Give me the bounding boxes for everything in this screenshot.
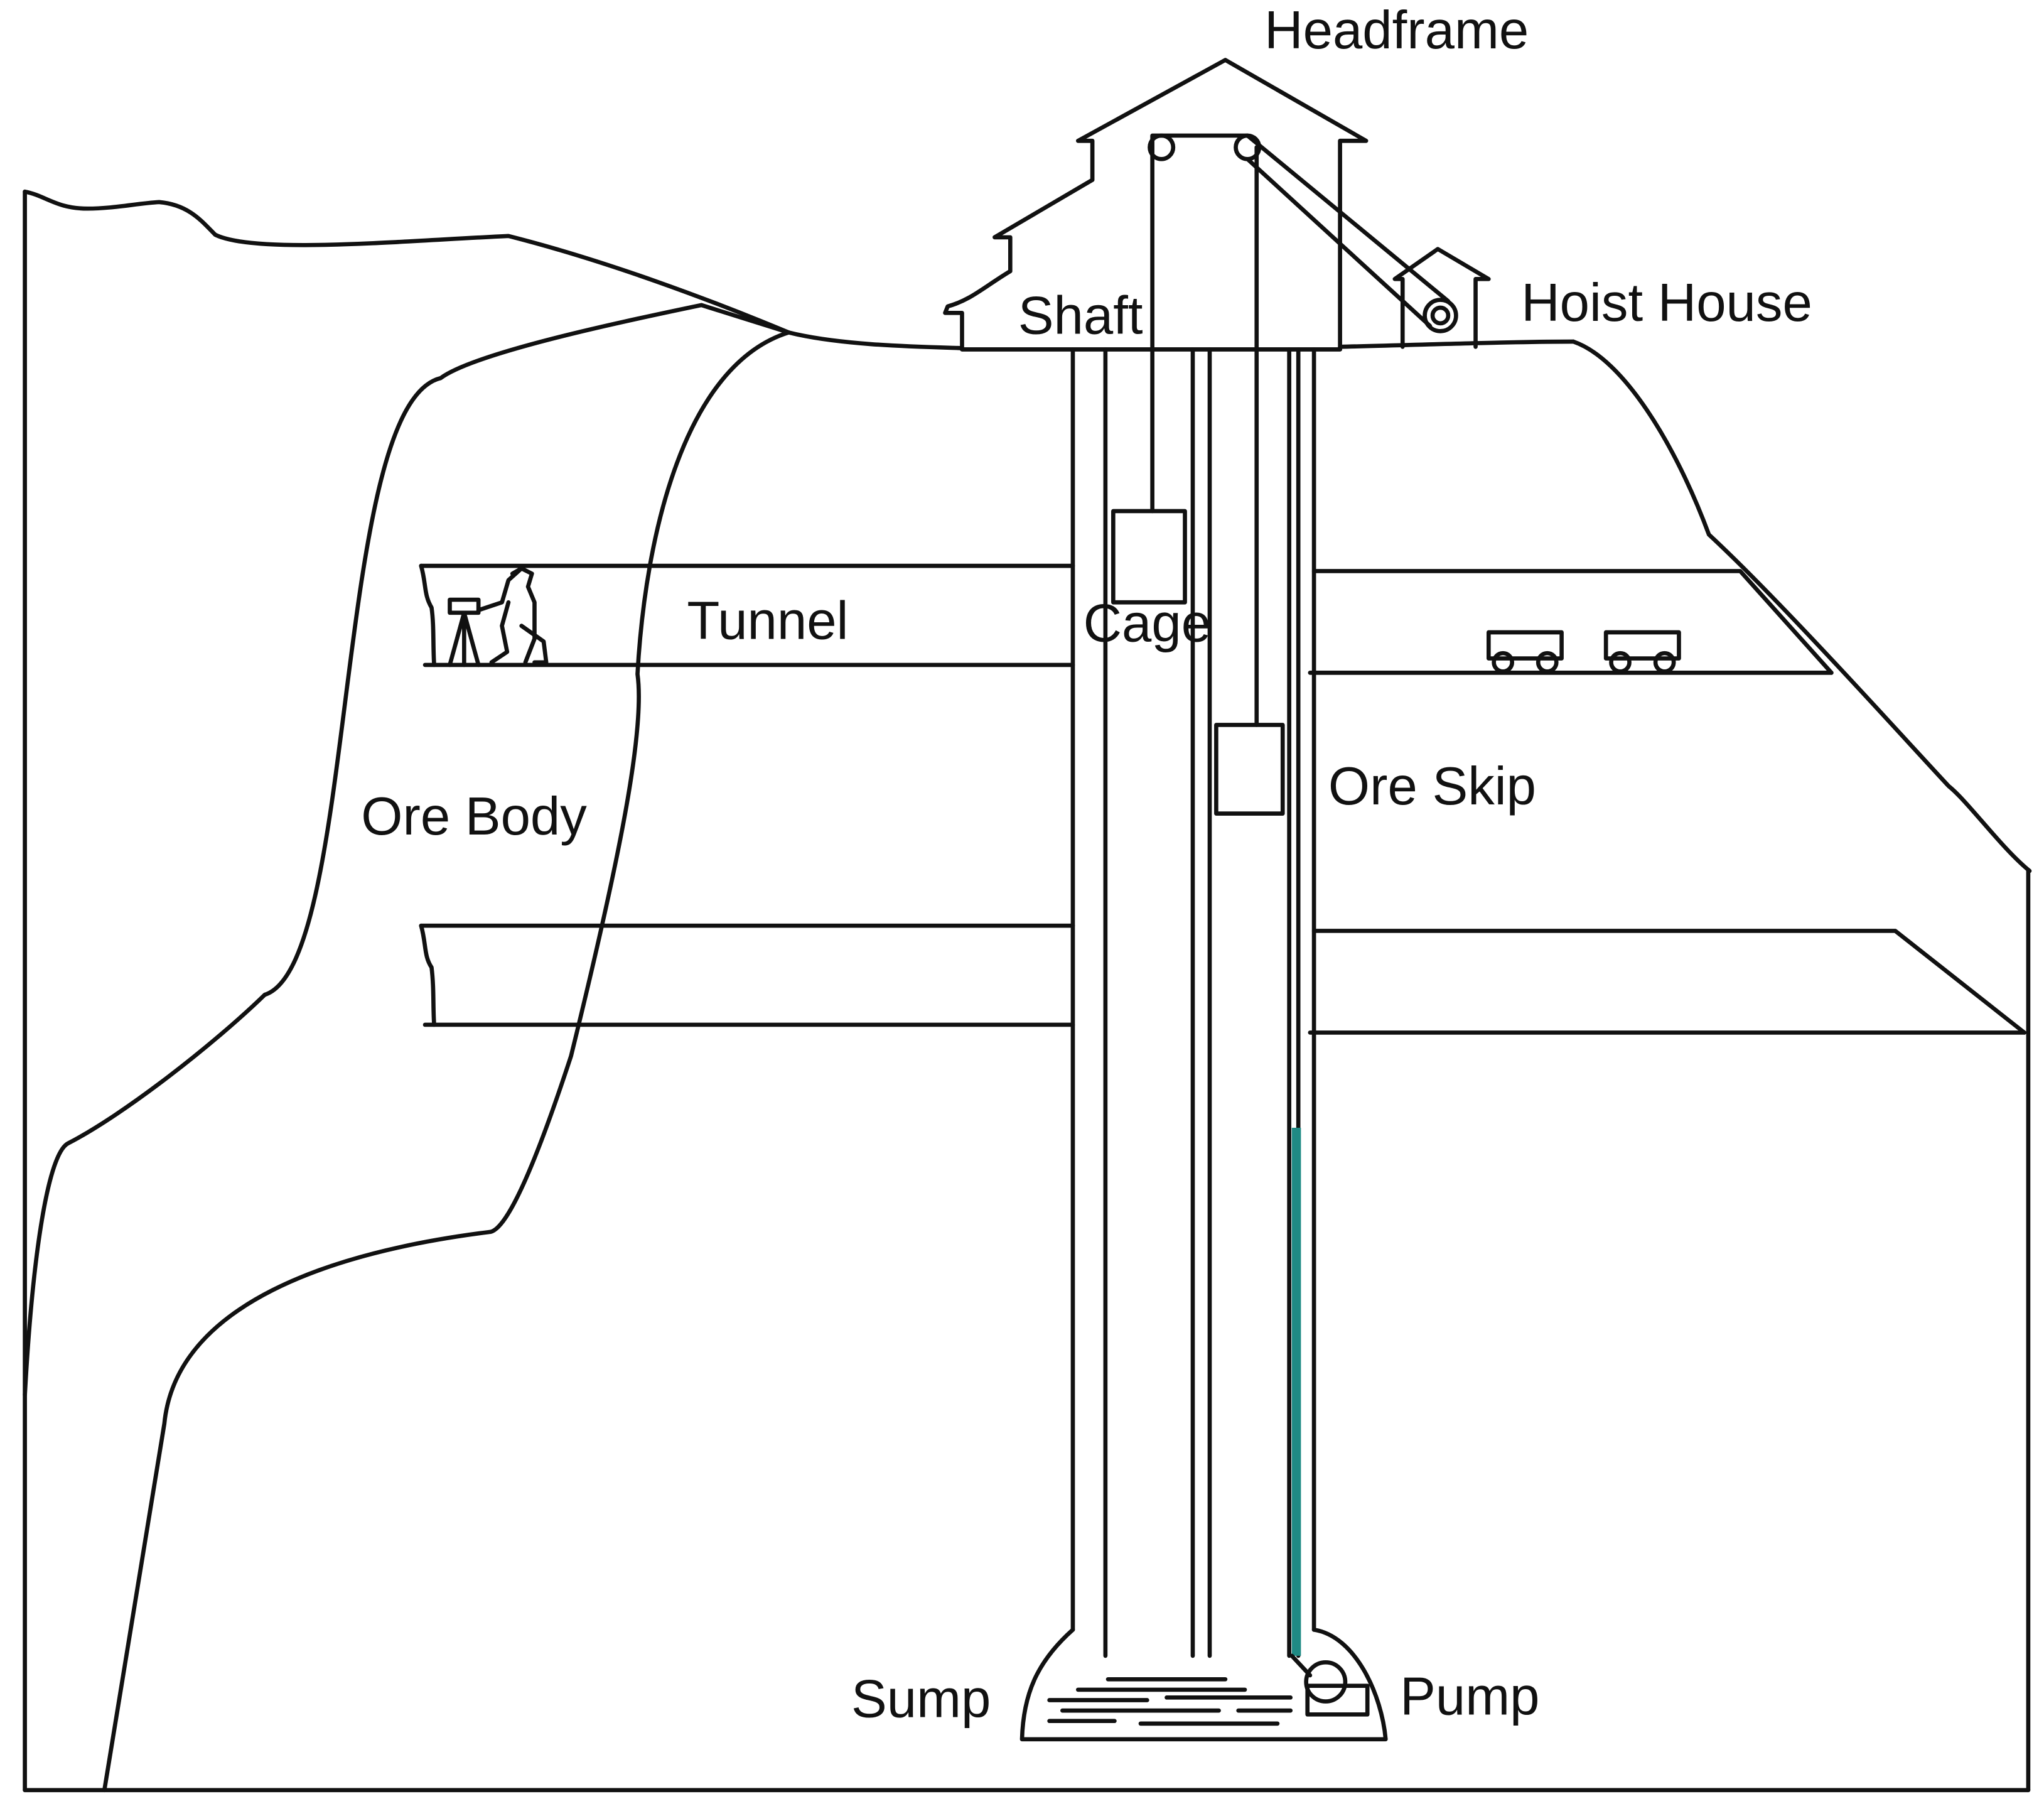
- ore-body-label: Ore Body: [361, 787, 587, 846]
- tunnel-label: Tunnel: [687, 591, 848, 651]
- ground-outline: [23, 189, 2032, 1793]
- hoist-drum-inner: [1430, 305, 1451, 326]
- sheave-wheel-left: [1148, 133, 1176, 161]
- miners-figure: [448, 566, 549, 667]
- surface-right-hill: [1571, 339, 2032, 873]
- shaft-label: Shaft: [1018, 286, 1143, 346]
- cart-1-wheel-left: [1492, 651, 1515, 674]
- upper-right-tunnel: [1308, 569, 1834, 675]
- cart-1-wheel-right: [1536, 651, 1559, 674]
- ore-cart-1: [1486, 630, 1564, 661]
- surface-ground: [787, 330, 1576, 350]
- pump-wheel: [1304, 1660, 1348, 1704]
- pump-pipe-water: [1291, 1128, 1301, 1656]
- hoist-drum-outer: [1423, 298, 1458, 333]
- sump-outline: [1019, 1628, 1388, 1742]
- sump-chamber: [1019, 1628, 1388, 1742]
- ore-body-inner-outline: [102, 330, 791, 1793]
- sump-label: Sump: [851, 1669, 991, 1729]
- surface-left-hill: [23, 189, 791, 335]
- cage-box: [1111, 509, 1187, 605]
- shaft: [1070, 347, 1316, 1658]
- ore-skip-label: Ore Skip: [1328, 757, 1536, 816]
- cage-label: Cage: [1084, 594, 1211, 654]
- labels: Headframe Hoist House Shaft Tunnel Cage …: [361, 1, 1812, 1729]
- ore-body: [23, 303, 791, 1793]
- upper-left-tunnel: [419, 563, 1075, 667]
- hoist-cable: [1245, 133, 1451, 328]
- headframe-roof-outline: [943, 58, 1369, 352]
- ore-carts: [1486, 630, 1681, 674]
- cage: [1111, 347, 1187, 605]
- pump-label: Pump: [1400, 1667, 1539, 1726]
- sheave-frame: [1150, 133, 1259, 352]
- sump-water-lines: [1047, 1677, 1293, 1726]
- headframe-building: [943, 58, 1369, 352]
- lower-left-tunnel: [419, 923, 1075, 1027]
- ore-body-outer-outline: [23, 303, 791, 1397]
- ore-skip: [1214, 347, 1285, 816]
- pump-housing: [1305, 1683, 1370, 1717]
- cart-2-wheel-right: [1653, 651, 1676, 674]
- hoist-house-building: [1245, 133, 1491, 349]
- hoist-house-label: Hoist House: [1521, 273, 1812, 333]
- pump-pipe: [1289, 1128, 1313, 1678]
- cart-2-wheel-left: [1609, 651, 1632, 674]
- ore-cart-2: [1603, 630, 1681, 661]
- headframe-label: Headframe: [1264, 1, 1529, 60]
- lower-right-tunnel: [1308, 929, 2027, 1035]
- hoist-house-outline: [1392, 247, 1491, 349]
- ore-skip-box: [1214, 723, 1285, 816]
